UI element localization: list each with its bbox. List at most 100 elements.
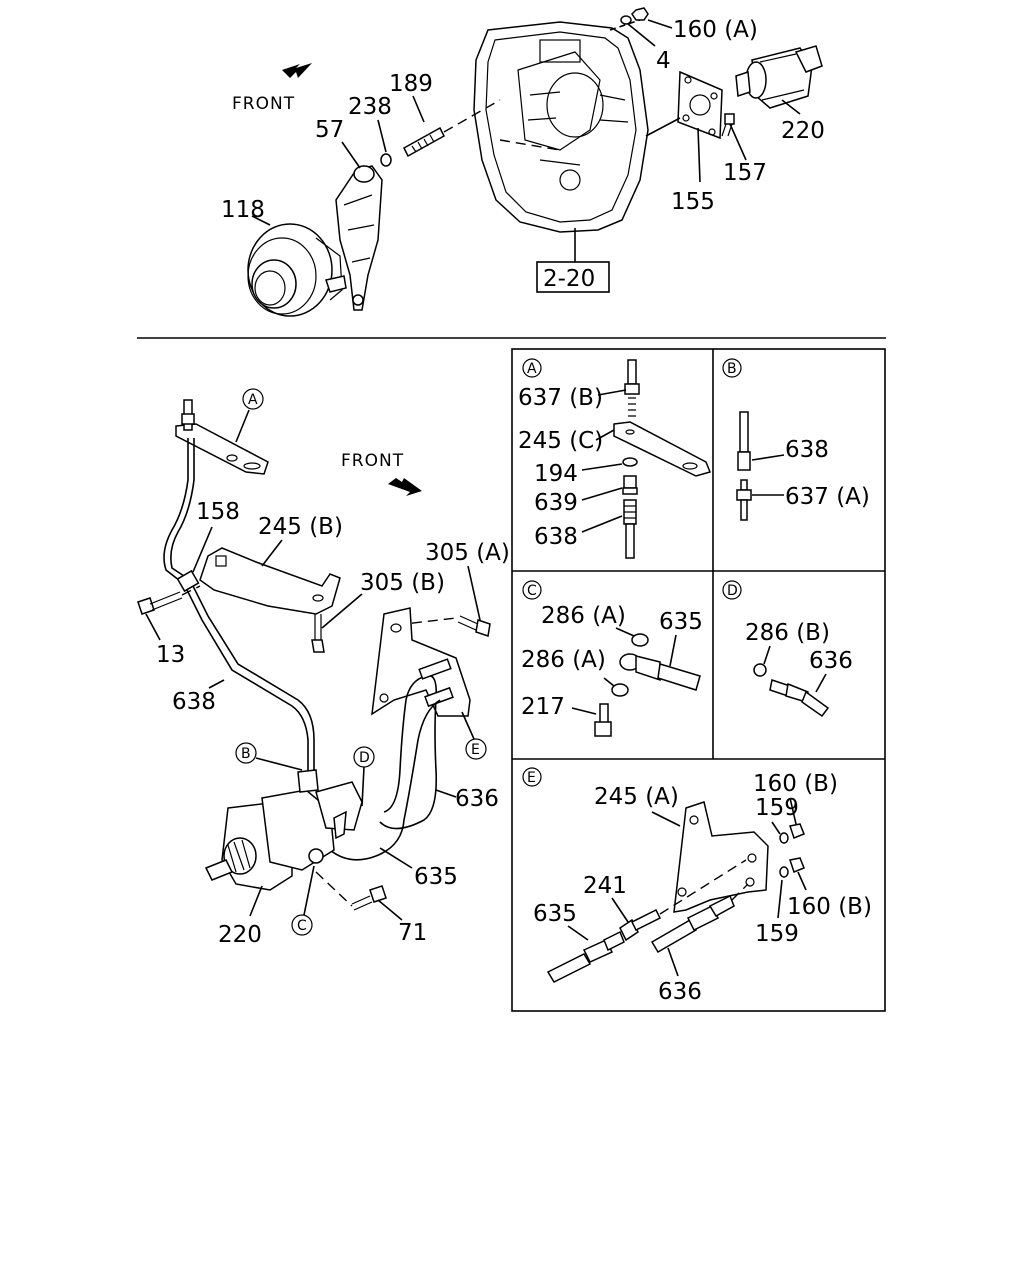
banjo-fitting-635-part	[619, 653, 701, 691]
label-635-main: 635	[414, 864, 458, 890]
panel-b-label-638: 638	[785, 437, 829, 463]
front-arrow-lower-icon	[388, 478, 422, 496]
callout-e-main-letter: E	[471, 742, 480, 758]
adapter-241-part	[619, 908, 662, 942]
stud-189-part	[403, 126, 445, 158]
clutch-slave-cylinder-220-main-part	[204, 769, 363, 891]
washer-159-2-part	[779, 866, 789, 878]
panel-e-label-160b-1: 160 (B)	[753, 771, 838, 797]
stud-637b-part	[624, 359, 640, 417]
bolt-305b-part	[311, 614, 325, 653]
panel-e-label-635: 635	[533, 901, 577, 927]
panel-b-header	[722, 358, 742, 378]
label-160a: 160 (A)	[673, 17, 758, 43]
panel-e-letter: E	[527, 770, 536, 786]
hose-end-636-part	[769, 679, 830, 718]
bolt-71-part	[351, 885, 387, 911]
washer-286a-2-part	[611, 683, 629, 697]
washer-4-part	[620, 15, 632, 25]
banjo-bolt-217-part	[594, 703, 612, 737]
callout-c-main	[291, 914, 313, 936]
callout-b-main-letter: B	[241, 746, 251, 762]
label-118: 118	[221, 197, 265, 223]
plate-155-part	[677, 70, 723, 140]
panel-c-letter: C	[527, 583, 537, 599]
nut-160a-part	[631, 7, 649, 21]
nut-160b-1-part	[789, 823, 805, 839]
stud-637a-part	[736, 479, 752, 521]
callout-b-main	[235, 742, 257, 764]
ref-box	[536, 261, 610, 293]
release-bearing-118-part	[247, 223, 347, 317]
panel-d-label-286b: 286 (B)	[745, 620, 830, 646]
panel-a-label-639: 639	[534, 490, 578, 516]
clutch-slave-cylinder-220-top-part	[735, 45, 823, 109]
panel-e-label-160b-2: 160 (B)	[787, 894, 872, 920]
label-638-main: 638	[172, 689, 216, 715]
bracket-245c-part	[613, 421, 712, 477]
label-57: 57	[315, 117, 344, 143]
pipe-bracket-part	[175, 399, 269, 475]
front-label-top: FRONT	[232, 94, 295, 114]
washer-286a-1-part	[631, 633, 649, 647]
bracket-245a-detail-part	[673, 801, 769, 913]
washer-159-1-part	[779, 832, 789, 844]
nut-160b-2-part	[789, 857, 805, 873]
panel-c-label-635: 635	[659, 609, 703, 635]
panel-e-header	[522, 767, 542, 787]
bolt-305a-part	[457, 615, 491, 637]
label-238: 238	[348, 94, 392, 120]
panel-e-label-241: 241	[583, 873, 627, 899]
ref-box-label: 2-20	[543, 266, 595, 292]
panel-a-label-638: 638	[534, 524, 578, 550]
panel-b-letter: B	[727, 361, 737, 377]
bolt-157-part	[721, 113, 735, 137]
panel-e-label-159-2: 159	[755, 921, 799, 947]
callout-e-main	[465, 738, 487, 760]
washer-286b-part	[753, 663, 767, 677]
detail-panels-frame	[511, 348, 886, 1012]
label-189: 189	[389, 71, 433, 97]
label-245b-main: 245 (B)	[258, 514, 343, 540]
panel-d-header	[722, 580, 742, 600]
washer-194-part	[622, 457, 638, 467]
hose-end-636-detail-part	[650, 894, 735, 954]
hose-fitting-upper	[418, 658, 454, 708]
label-220-top: 220	[781, 118, 825, 144]
label-157: 157	[723, 160, 767, 186]
release-fork-57-part	[335, 165, 383, 311]
callout-c-main-letter: C	[297, 918, 307, 934]
pipe-638-detail-part	[623, 499, 637, 559]
panel-e-label-159-1: 159	[755, 795, 799, 821]
label-4: 4	[656, 48, 671, 74]
panel-c-label-286a-1: 286 (A)	[541, 603, 626, 629]
label-13: 13	[156, 642, 185, 668]
panel-a-header	[522, 358, 542, 378]
hose-end-635-detail-part	[546, 930, 625, 983]
callout-a-main-letter: A	[248, 392, 258, 408]
panel-a-label-637b: 637 (B)	[518, 385, 603, 411]
panel-c-label-217: 217	[521, 694, 565, 720]
label-158: 158	[196, 499, 240, 525]
panel-d-letter: D	[727, 583, 738, 599]
panel-a-label-194: 194	[534, 461, 578, 487]
front-arrow-icon	[282, 63, 312, 78]
panel-c-label-286a-2: 286 (A)	[521, 647, 606, 673]
label-636-main: 636	[455, 786, 499, 812]
pipe-638-end-part	[737, 411, 751, 471]
bracket-245a-main-part	[371, 607, 471, 717]
label-305a-main: 305 (A)	[425, 540, 510, 566]
label-220-main: 220	[218, 922, 262, 948]
bracket-245b-part	[199, 547, 341, 615]
panel-e-label-636: 636	[658, 979, 702, 1005]
panel-b-label-637a: 637 (A)	[785, 484, 870, 510]
callout-a-main	[242, 388, 264, 410]
nut-639-part	[622, 475, 638, 495]
panel-d-label-636: 636	[809, 648, 853, 674]
panel-e-label-245a: 245 (A)	[594, 784, 679, 810]
hose-635-part	[329, 699, 441, 861]
callout-d-main-letter: D	[359, 750, 370, 766]
clutch-housing-part	[473, 21, 649, 233]
panel-a-label-245c: 245 (C)	[518, 428, 603, 454]
